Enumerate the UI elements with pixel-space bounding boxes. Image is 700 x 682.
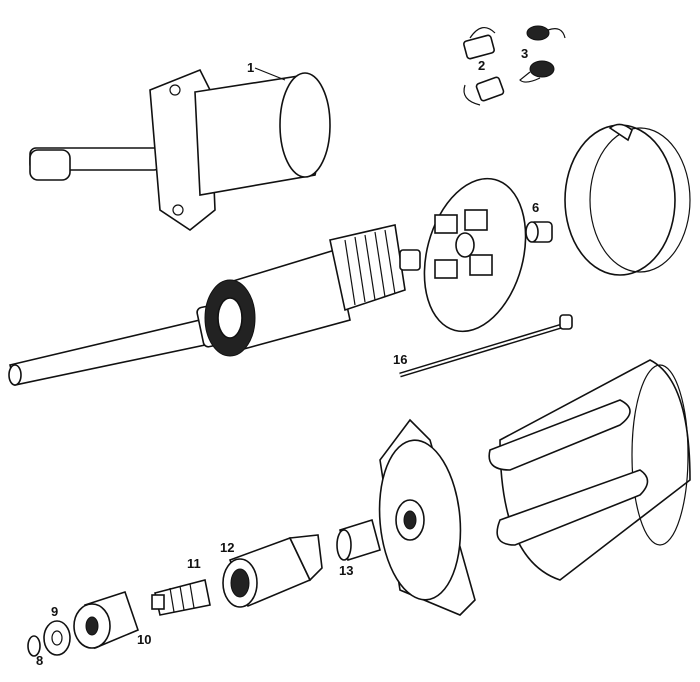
part-cover-band	[564, 123, 691, 276]
part-collar-10	[73, 590, 139, 650]
callout-9: 9	[51, 604, 59, 619]
part-starter-assembly	[29, 67, 331, 231]
part-armature	[8, 224, 421, 386]
part-springs	[519, 25, 566, 83]
callout-1: 1	[247, 60, 255, 75]
callout-13: 13	[339, 563, 354, 578]
callout-2: 2	[478, 58, 486, 73]
part-bush-13	[336, 518, 381, 562]
part-commutator-end-plate	[423, 177, 527, 333]
callout-6: 6	[532, 200, 540, 215]
callout-8: 8	[36, 653, 44, 668]
part-spring-11	[151, 579, 211, 616]
callout-12: 12	[220, 540, 235, 555]
part-field-coils-yoke	[488, 359, 691, 581]
part-bush-6	[525, 221, 553, 243]
part-drive-end-bracket	[378, 418, 476, 616]
part-through-bolt	[399, 314, 573, 378]
part-brushes	[463, 27, 505, 106]
callout-11: 11	[187, 556, 201, 571]
callout-16: 16	[393, 352, 408, 367]
part-pinion-12	[222, 534, 323, 608]
callout-3: 3	[521, 46, 529, 61]
part-circlip-8	[27, 635, 41, 657]
part-washer-9	[43, 620, 71, 656]
callout-10: 10	[137, 632, 152, 647]
